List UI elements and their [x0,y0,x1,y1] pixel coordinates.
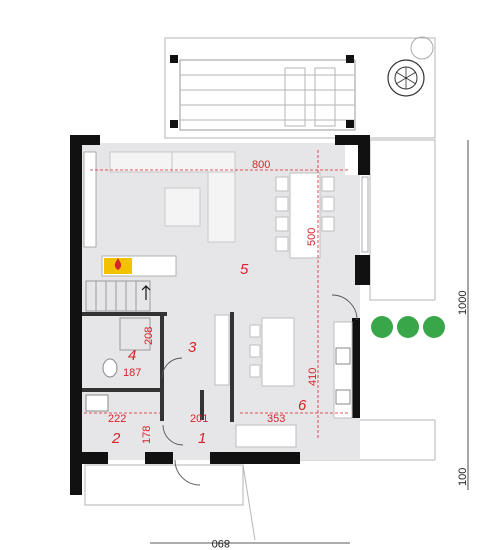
post [346,120,354,128]
dim-right-small: 100 [457,468,469,486]
chair [275,216,289,232]
plants [371,316,445,338]
stair-lower [119,317,151,351]
dim-stair-small: 208 [143,327,155,345]
plant-icon [423,316,445,338]
wall-hall [160,316,164,421]
toilet-icon [102,358,118,378]
dim-kitchen-depth: 410 [307,368,319,386]
wall-right-upper [358,135,370,175]
sink-icon [335,389,351,405]
dim-hall-width: 222 [108,413,126,425]
garden-table [387,59,425,97]
doors [161,294,358,486]
tree-icon [410,36,434,60]
dim-table-length: 500 [306,228,318,246]
pergola [179,59,356,131]
garden-table-top [387,59,425,97]
room-label-6: 6 [298,397,307,414]
door-hall [162,424,184,446]
wall-right-lower [352,318,360,418]
terrace-outline [164,37,436,139]
wall-bottom-left [82,452,108,464]
wall-bath [82,388,162,392]
wall-top-right [335,135,370,145]
dim-right-total: 1000 [457,291,469,315]
washbasin [85,394,109,412]
coffee-table [164,187,201,227]
terrace-lounger-1 [284,67,306,127]
kitchen-island [261,317,295,387]
dim-bath-width: 187 [123,367,141,379]
post [346,55,354,63]
pergola-posts [170,55,354,128]
dimension-rulers [150,140,469,544]
room-label-3: 3 [188,339,197,356]
wall-entry [200,390,204,420]
room-label-2: 2 [111,430,121,447]
dim-living-width: 800 [252,159,270,171]
wall-bottom-mid [145,452,173,464]
dim-bottom-total: 890 [212,537,230,549]
fire-flame [114,258,122,270]
plant-icon [371,316,393,338]
post [170,55,178,63]
wall-top-left [70,135,100,145]
chair [321,216,335,232]
entrance-path [242,464,256,541]
pantry-cabinet [235,424,297,448]
bar-stools [249,324,261,378]
door-entry [174,459,201,486]
dining-table [289,172,321,259]
chair [321,196,335,212]
terrace [84,37,436,541]
entrance-step [84,464,244,506]
dim-kitchen-width: 353 [267,413,285,425]
chair [275,196,289,212]
stove-icon [335,347,351,365]
wall-right-mid [355,255,370,285]
staircase [85,280,151,351]
stair-arrow [141,285,151,300]
plant-icon [397,316,419,338]
window-left [83,151,97,248]
chair [321,176,335,192]
stool [249,324,261,338]
dining-chairs [275,176,335,252]
garden-table-pattern [395,67,417,89]
post [170,120,178,128]
wall-bottom-right [210,452,300,464]
window-right [361,176,369,253]
kitchen-counter [333,321,353,419]
room-label-1: 1 [198,430,206,447]
sofa-side [207,171,236,243]
room-label-5: 5 [240,261,249,278]
dim-hall-depth: 178 [141,426,153,444]
wardrobe [214,314,230,386]
room-label-4: 4 [128,347,136,364]
dimension-lines [84,150,350,440]
sofa [109,151,236,243]
wall-stair [82,312,167,316]
stool [249,364,261,378]
stair-outline [85,280,151,312]
stool [249,344,261,358]
exterior-walls [70,135,370,495]
chair [275,236,289,252]
terrace-side-outline [369,139,436,301]
dim-entry-width: 201 [190,413,208,425]
interior-walls [82,312,234,422]
wall-left [70,135,82,495]
door-terrace [331,294,358,321]
windows [83,151,369,253]
wall-kitchen [230,312,234,422]
terrace-lounger-2 [314,67,336,127]
door-bath [161,357,183,379]
chair [275,176,289,192]
